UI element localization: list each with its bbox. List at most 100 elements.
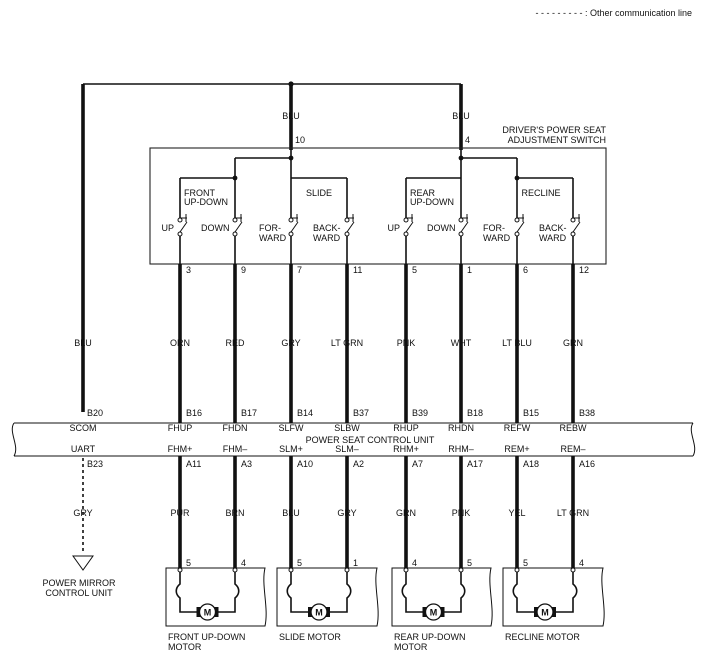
motor-pin-number: 5	[467, 558, 472, 568]
unit-pin-number: B16	[186, 408, 202, 418]
unit-pin-number: A16	[579, 459, 595, 469]
unit-terminal-name: REBW	[560, 423, 588, 433]
switch-title-line2: ADJUSTMENT SWITCH	[508, 135, 606, 145]
motor-circuit-wire-color: PNK	[452, 508, 471, 518]
motor-label-line1: FRONT UP-DOWN	[168, 632, 245, 642]
recline-forward-label-1: FOR-	[483, 223, 505, 233]
unit-terminal-name: FHDN	[223, 423, 248, 433]
motor-brush-icon	[308, 607, 312, 617]
uart-name: UART	[71, 444, 96, 454]
unit-pin-number: B39	[412, 408, 428, 418]
switch-contact	[514, 214, 525, 264]
motor-pin-number: 1	[353, 558, 358, 568]
switch-circuit-wire-color: LT GRN	[331, 338, 363, 348]
switch-pin-number: 3	[186, 265, 191, 275]
front-updown-label-2: UP-DOWN	[184, 197, 228, 207]
feed-left-wire-color: BLU	[282, 111, 300, 121]
motor-symbol-icon	[536, 603, 554, 621]
motor-brush-icon	[326, 607, 330, 617]
motor-circuit-wire-color: GRY	[337, 508, 356, 518]
switch-circuit-wire-color: PNK	[397, 338, 416, 348]
switch-circuit-wire-color: GRY	[281, 338, 300, 348]
switch-contact	[458, 214, 469, 264]
unit-terminal-name: RHDN	[448, 423, 474, 433]
legend-other-communication-line: - - - - - - - - - : Other communication …	[535, 8, 692, 18]
motor-connector-outline	[502, 567, 605, 627]
unit-pin-number: B38	[579, 408, 595, 418]
motor-pin-number: 4	[241, 558, 246, 568]
motor-brush-icon	[534, 607, 538, 617]
motor-symbol-icon	[198, 603, 217, 621]
rear-up-label: UP	[387, 223, 400, 233]
switch-pin-number: 1	[467, 265, 472, 275]
slide-forward-label-2: WARD	[259, 233, 287, 243]
switch-circuit-wire-color: LT BLU	[502, 338, 532, 348]
unit-pin-number: B37	[353, 408, 369, 418]
slide-backward-label-2: WARD	[313, 233, 341, 243]
scom-name: SCOM	[70, 423, 97, 433]
motor-circuits: FHM+A11PUR5FHM–A3BRN4SLM+A10BLU5SLM–A2GR…	[168, 444, 595, 568]
motor-label-line2: MOTOR	[394, 642, 428, 652]
motor-brush-icon	[214, 607, 219, 617]
motor-circuit-wire-color: BRN	[225, 508, 244, 518]
power-mirror-unit-arrow-icon	[72, 555, 94, 571]
motor-pin-number: 5	[186, 558, 191, 568]
unit-pin-number: A7	[412, 459, 423, 469]
unit-terminal-name: FHM+	[168, 444, 193, 454]
switch-circuit-wire-color: RED	[225, 338, 245, 348]
unit-pin-number: A17	[467, 459, 483, 469]
motor-symbol-icon	[424, 603, 443, 621]
motor-connector-outline	[391, 567, 493, 627]
feed-right-switch-pin: 4	[465, 135, 470, 145]
rear-updown-label-1: REAR	[410, 188, 436, 198]
switch-contact	[232, 214, 243, 264]
unit-pin-number: B18	[467, 408, 483, 418]
unit-terminal-name: RHM+	[393, 444, 419, 454]
unit-terminal-name: SLBW	[334, 423, 360, 433]
motor-brush-icon	[196, 607, 201, 617]
unit-terminal-name: REFW	[504, 423, 531, 433]
slide-label: SLIDE	[306, 188, 332, 198]
motor-circuit-wire-color: GRN	[396, 508, 416, 518]
motor-brush-icon	[552, 607, 556, 617]
switch-contact	[344, 214, 355, 264]
slide-forward-label-1: FOR-	[259, 223, 281, 233]
feed-left-switch-pin: 10	[295, 135, 305, 145]
unit-pin-number: A18	[523, 459, 539, 469]
recline-backward-label-1: BACK-	[539, 223, 567, 233]
unit-pin-number: B15	[523, 408, 539, 418]
motor-brush-icon	[440, 607, 445, 617]
rear-updown-label-2: UP-DOWN	[410, 197, 454, 207]
motor-pin-number: 4	[412, 558, 417, 568]
unit-pin-number: A3	[241, 459, 252, 469]
recline-forward-label-2: WARD	[483, 233, 511, 243]
switch-pin-number: 6	[523, 265, 528, 275]
unit-pin-number: B17	[241, 408, 257, 418]
motor-label-line2: MOTOR	[168, 642, 202, 652]
motor-circuit-wire-color: PUR	[170, 508, 190, 518]
unit-pin-number: A11	[186, 459, 201, 469]
unit-terminal-name: REM–	[560, 444, 585, 454]
motor-pin-number: 5	[523, 558, 528, 568]
scom-wire-color: BLU	[74, 338, 92, 348]
motor-symbol-icon	[310, 603, 328, 621]
switch-pin-number: 9	[241, 265, 246, 275]
motor-label-line1: SLIDE MOTOR	[279, 632, 341, 642]
motor-circuit-wire-color: YEL	[508, 508, 525, 518]
switch-contacts	[177, 214, 581, 264]
feed-right-wire-color: BLU	[452, 111, 470, 121]
power-seat-control-unit	[11, 422, 696, 457]
motor-pin-number: 5	[297, 558, 302, 568]
blu-feed-wiring	[81, 81, 463, 412]
unit-terminal-name: RHUP	[393, 423, 419, 433]
recline-label: RECLINE	[521, 188, 560, 198]
slide-backward-label-1: BACK-	[313, 223, 341, 233]
unit-pin-number: A2	[353, 459, 364, 469]
power-seat-adjustment-switch-box	[149, 147, 607, 265]
